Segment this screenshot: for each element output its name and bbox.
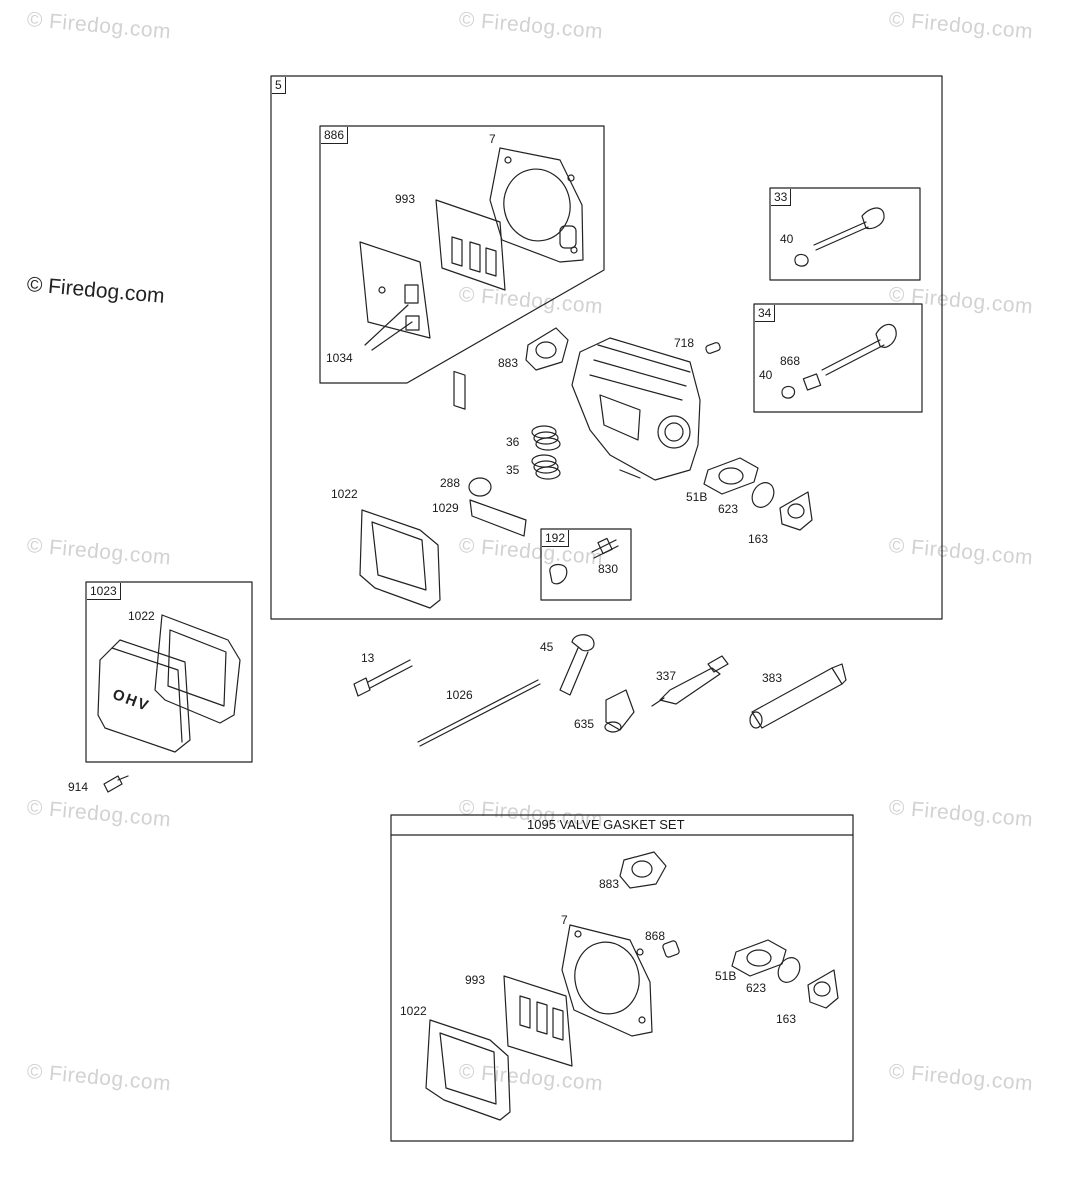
part-label-1022-kit: 1022: [128, 609, 155, 623]
set-label-868: 868: [645, 929, 666, 943]
set-head-gasket-drawing: [561, 924, 653, 1037]
gasket-kit-id: 886: [321, 127, 349, 144]
part-label-718: 718: [674, 336, 695, 350]
rocker-kit-id: 192: [542, 530, 570, 547]
part-label-288: 288: [440, 476, 461, 490]
part-label-1034: 1034: [326, 351, 353, 365]
boot-drawing: [604, 689, 635, 733]
part-label-993: 993: [395, 192, 416, 206]
part-label-914: 914: [68, 780, 89, 794]
part-label-635: 635: [574, 717, 595, 731]
intake-valve-frame: [753, 303, 923, 413]
rocker-kit-frame: [540, 528, 632, 601]
rocker-stud-drawing: [591, 537, 619, 559]
ring-seal-drawing: [751, 482, 775, 508]
set-label-623: 623: [746, 981, 767, 995]
set-label-7: 7: [561, 913, 568, 927]
set-label-993: 993: [465, 973, 486, 987]
part-label-36: 36: [506, 435, 520, 449]
set-muffler-gasket-drawing: [731, 939, 787, 977]
valve-cover-drawing: [97, 639, 191, 753]
set-intake-gasket-drawing: [503, 975, 573, 1067]
part-label-623: 623: [718, 502, 739, 516]
part-label-35: 35: [506, 463, 520, 477]
bolt-13-drawing: [353, 659, 413, 697]
intake-gasket-drawing: [435, 199, 506, 410]
part-label-40-exhaust: 40: [780, 232, 794, 246]
cover-kit-id: 1023: [87, 583, 121, 600]
part-label-40-intake: 40: [759, 368, 773, 382]
part-label-51b: 51B: [686, 490, 708, 504]
gasket-set-frame: [390, 814, 854, 1142]
part-label-883: 883: [498, 356, 519, 370]
set-label-1022: 1022: [400, 1004, 427, 1018]
exhaust-valve-drawing: [794, 207, 885, 267]
spark-plug-drawing: [651, 655, 729, 707]
part-label-830: 830: [598, 562, 619, 576]
part-label-1022-main: 1022: [331, 487, 358, 501]
set-adapter-gasket-drawing: [807, 969, 839, 1009]
set-seal-drawing: [662, 940, 680, 958]
breather-cover-drawing: [359, 241, 431, 351]
muffler-gasket-drawing: [703, 457, 759, 495]
part-label-383: 383: [762, 671, 783, 685]
set-label-51b: 51B: [715, 969, 737, 983]
main-assembly-frame: [270, 75, 943, 620]
dowel-pin-drawing: [705, 342, 721, 354]
gasket-set-title: 1095 VALVE GASKET SET: [527, 817, 685, 832]
exhaust-valve-frame: [769, 187, 921, 281]
set-exhaust-gasket-drawing: [619, 851, 667, 889]
cover-gasket-kit-drawing: [154, 614, 241, 724]
adapter-gasket-drawing: [779, 491, 813, 531]
exhaust-valve-id: 33: [771, 189, 792, 206]
set-label-883: 883: [599, 877, 620, 891]
plug-drawing: [468, 477, 492, 497]
intake-valve-id: 34: [755, 305, 776, 322]
pushrod-drawing: [417, 679, 541, 747]
part-label-13: 13: [361, 651, 375, 665]
screw-914-drawing: [103, 775, 129, 793]
part-label-163: 163: [748, 532, 769, 546]
valve-spring-35-drawing: [531, 454, 561, 480]
rocker-nut-drawing: [549, 563, 568, 585]
cover-gasket-main-drawing: [359, 509, 441, 609]
part-label-337: 337: [656, 669, 677, 683]
part-label-1029: 1029: [432, 501, 459, 515]
set-ring-seal-drawing: [777, 957, 801, 983]
intake-valve-drawing: [781, 323, 897, 399]
exhaust-gasket-drawing: [525, 327, 569, 371]
cylinder-head-drawing: [571, 337, 701, 481]
head-gasket-drawing: [489, 147, 584, 263]
tool-drawing: [749, 663, 847, 729]
part-label-1026: 1026: [446, 688, 473, 702]
gasket-kit-frame: [319, 125, 605, 384]
set-cover-gasket-drawing: [425, 1019, 511, 1121]
deflector-drawing: [469, 499, 527, 537]
valve-spring-36-drawing: [531, 425, 561, 451]
guide-drawing: [559, 634, 595, 696]
set-label-163: 163: [776, 1012, 797, 1026]
part-label-45: 45: [540, 640, 554, 654]
part-label-7: 7: [489, 132, 496, 146]
cover-kit-frame: [85, 581, 253, 763]
main-assembly-id: 5: [272, 77, 286, 94]
part-label-868: 868: [780, 354, 801, 368]
